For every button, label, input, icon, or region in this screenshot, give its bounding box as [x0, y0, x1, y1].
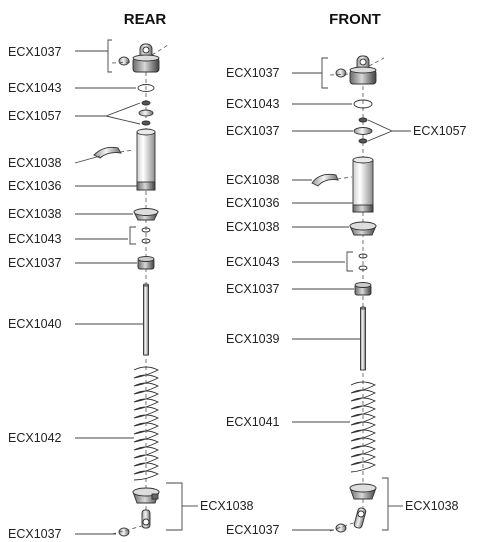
rear-labels: ECX1037 ECX1043 ECX1057 ECX1038 ECX1036 …: [8, 39, 254, 541]
rear-shock: [93, 43, 169, 537]
front-orings-lower: [358, 253, 368, 271]
rear-shaft: [143, 283, 149, 356]
rear-label-spring: ECX1042: [8, 431, 62, 445]
rear-clip: [93, 146, 122, 159]
front-labels: ECX1037 ECX1043 ECX1037 ECX1057 ECX1038 …: [226, 57, 467, 537]
front-rod-end: [329, 507, 367, 533]
front-label-spring: ECX1041: [226, 415, 280, 429]
front-header: FRONT: [329, 11, 381, 28]
rear-label-orings-lower: ECX1043: [8, 232, 62, 246]
front-collar: [349, 221, 377, 236]
front-shaft: [360, 306, 366, 371]
front-label-spacers: ECX1057: [413, 124, 467, 138]
rear-label-top-cap: ECX1037: [8, 45, 62, 59]
front-label-body: ECX1036: [226, 196, 280, 210]
rear-label-retainer: ECX1038: [200, 499, 254, 513]
front-label-piston: ECX1037: [226, 124, 280, 138]
rear-rod-end: [111, 509, 151, 537]
rear-label-body: ECX1036: [8, 179, 62, 193]
rear-orings-lower: [141, 227, 151, 244]
rear-label-clip: ECX1038: [8, 156, 62, 170]
front-label-collar: ECX1038: [226, 220, 280, 234]
rear-body: [136, 128, 156, 191]
rear-top-cap: [111, 43, 169, 73]
rear-label-shaft: ECX1040: [8, 317, 62, 331]
front-label-oring-upper: ECX1043: [226, 97, 280, 111]
rear-spacers: [138, 100, 154, 126]
front-clip: [311, 173, 339, 187]
front-label-retainer: ECX1038: [405, 499, 459, 513]
front-label-rod-end: ECX1037: [226, 523, 280, 537]
rear-spring: [133, 366, 160, 481]
rear-label-rod-end: ECX1037: [8, 527, 62, 541]
rear-lower-cap: [137, 256, 155, 270]
rear-header: REAR: [124, 11, 167, 28]
rear-retainer: [132, 487, 160, 504]
front-label-clip: ECX1038: [226, 173, 280, 187]
front-lower-cap: [354, 282, 372, 296]
front-oring-upper: [353, 99, 373, 109]
front-body: [352, 156, 374, 213]
rear-label-collar: ECX1038: [8, 207, 62, 221]
front-label-shaft: ECX1039: [226, 332, 280, 346]
front-label-lower-cap: ECX1037: [226, 282, 280, 296]
front-spring: [350, 381, 377, 473]
rear-label-spacers: ECX1057: [8, 109, 62, 123]
front-label-top-cap: ECX1037: [226, 66, 280, 80]
rear-label-oring-upper: ECX1043: [8, 81, 62, 95]
front-retainer: [349, 483, 377, 500]
rear-collar: [133, 208, 159, 221]
front-spacers: [353, 117, 373, 144]
rear-label-lower-cap: ECX1037: [8, 256, 62, 270]
front-top-cap: [329, 55, 385, 85]
rear-oring-upper: [137, 84, 155, 92]
front-shock: [311, 55, 385, 533]
front-label-orings-lower: ECX1043: [226, 255, 280, 269]
